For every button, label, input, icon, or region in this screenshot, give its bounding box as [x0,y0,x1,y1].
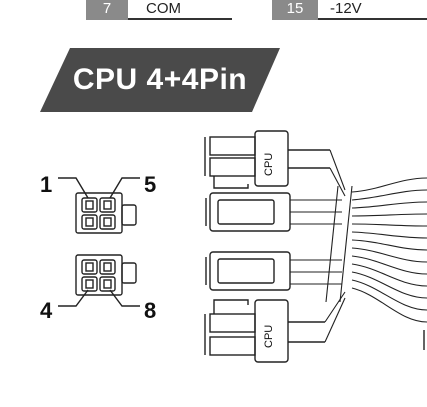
bottom-connector-face [75,254,137,296]
pin-signal-cell: -12V [318,0,427,20]
middle-housing-lower [205,251,291,291]
pinout-row-right: 15 -12V [272,0,427,20]
middle-housing-upper [205,192,291,232]
pin-signal-cell: COM [128,0,232,20]
cpu-label-bottom: CPU [263,325,275,348]
pin-label-bottom-right: 8 [144,298,156,323]
top-cpu-housing [204,130,330,189]
pinout-row-left: 7 COM [86,0,232,20]
pin-label-bottom-left: 4 [40,298,53,323]
cpu-label-top: CPU [263,153,275,176]
bottom-cpu-housing [204,299,325,363]
pin-label-top-right: 5 [144,172,156,197]
top-connector-face [75,192,137,234]
connector-title: CPU 4+4Pin [72,63,248,96]
pin-label-top-left: 1 [40,172,52,197]
pin-number-cell: 15 [272,0,318,20]
wire-bundle [290,149,427,343]
pin-leader-lines [58,177,140,307]
pin-number-cell: 7 [86,0,128,20]
connector-title-banner [40,48,280,112]
